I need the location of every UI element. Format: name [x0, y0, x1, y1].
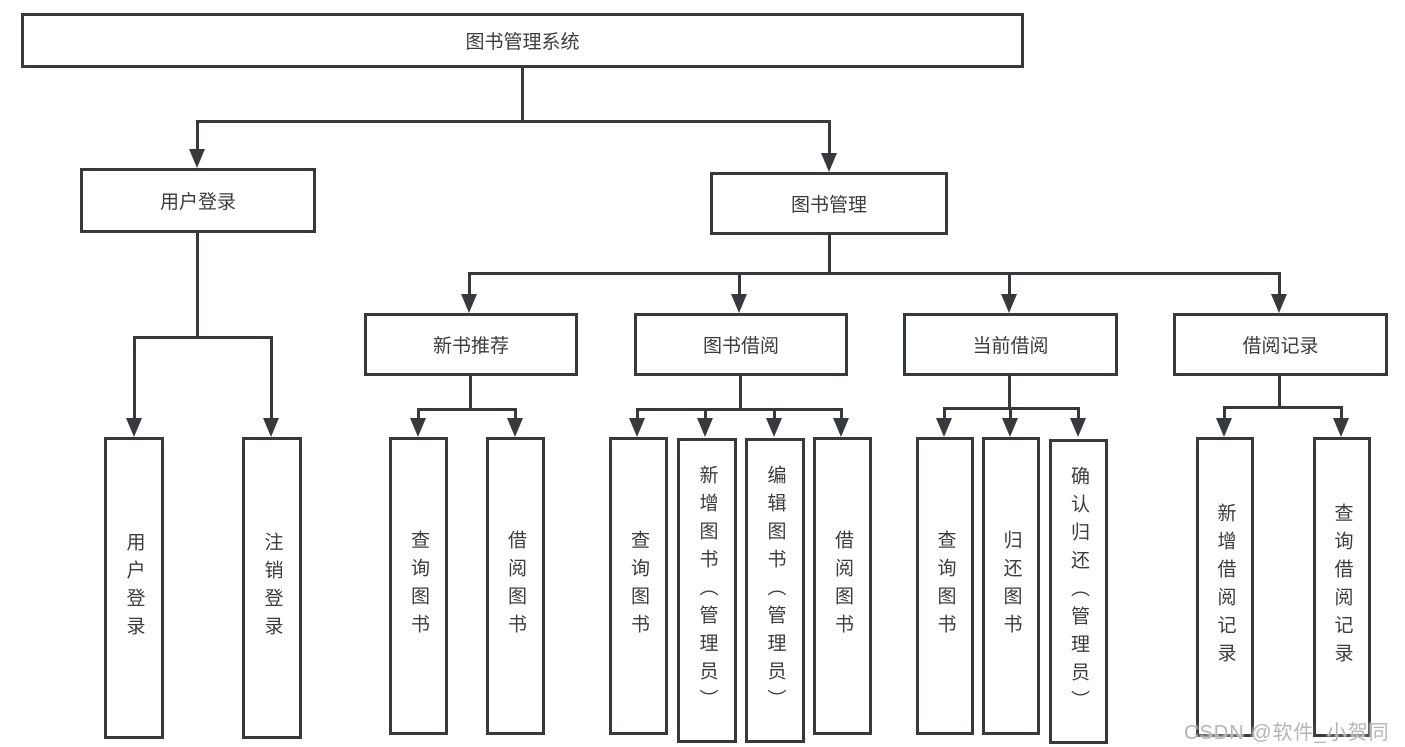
- connector-vline: [417, 408, 420, 420]
- arrow-down-icon: [697, 418, 713, 437]
- connector-hline: [196, 120, 831, 123]
- leaf-query-borrow-record: 查询借阅记录: [1313, 437, 1371, 737]
- node-label: 新增图书（管理员）: [696, 464, 718, 717]
- connector-vline: [1340, 406, 1343, 420]
- node-label: 查询图书: [408, 530, 429, 642]
- leaf-logout: 注销登录: [242, 437, 302, 739]
- arrow-down-icon: [1333, 418, 1349, 437]
- arrow-down-icon: [189, 149, 205, 168]
- node-label: 用户登录: [159, 192, 236, 213]
- node-label: 借阅图书: [832, 530, 853, 642]
- connector-vline: [773, 408, 776, 420]
- node-label: 借阅记录: [1242, 336, 1319, 357]
- connector-vline: [468, 272, 471, 298]
- connector-hline: [133, 336, 273, 339]
- arrow-down-icon: [410, 418, 426, 437]
- connector-vline: [196, 233, 199, 337]
- connector-vline: [196, 120, 199, 152]
- node-label: 归还图书: [1000, 530, 1022, 642]
- arrow-down-icon: [1070, 418, 1086, 437]
- connector-hline: [636, 408, 843, 411]
- leaf-edit-books-admin: 编辑图书（管理员）: [745, 438, 805, 743]
- node-label: 注销登录: [261, 532, 283, 644]
- connector-vline: [943, 407, 946, 420]
- connector-hline: [417, 408, 517, 411]
- connector-vline: [1278, 376, 1281, 409]
- arrow-down-icon: [1001, 294, 1017, 313]
- connector-vline: [636, 408, 639, 420]
- connector-vline: [840, 408, 843, 420]
- connector-vline: [469, 376, 472, 411]
- connector-vline: [514, 408, 517, 420]
- leaf-borrow-books-recommend: 借阅图书: [486, 437, 545, 735]
- leaf-query-books-borrowing: 查询图书: [609, 437, 668, 735]
- arrow-down-icon: [766, 418, 782, 437]
- connector-hline: [1223, 406, 1343, 409]
- leaf-borrow-books-borrowing: 借阅图书: [813, 437, 872, 735]
- arrow-down-icon: [833, 418, 849, 437]
- connector-hline: [468, 272, 1281, 275]
- node-label: 图书借阅: [702, 336, 779, 357]
- node-label: 新书推荐: [432, 336, 509, 357]
- node-label: 图书管理系统: [465, 32, 580, 53]
- connector-vline: [828, 120, 831, 156]
- csdn-watermark: CSDN @软件_小贺同学: [1184, 722, 1390, 744]
- connector-vline: [1008, 376, 1011, 410]
- leaf-user-login: 用户登录: [104, 437, 164, 739]
- node-label: 确认归还（管理员）: [1068, 465, 1089, 718]
- leaf-query-books-current: 查询图书: [916, 437, 974, 735]
- connector-vline: [1009, 407, 1012, 420]
- node-current-borrowing: 当前借阅: [903, 313, 1118, 376]
- connector-vline: [133, 336, 136, 420]
- node-label: 查询图书: [934, 530, 956, 642]
- connector-vline: [738, 272, 741, 298]
- connector-vline: [1077, 407, 1080, 420]
- node-label: 当前借阅: [972, 336, 1049, 357]
- arrow-down-icon: [263, 418, 279, 437]
- node-label: 用户登录: [123, 532, 145, 644]
- leaf-query-books-recommend: 查询图书: [389, 437, 448, 735]
- arrow-down-icon: [1216, 418, 1232, 437]
- node-user-login: 用户登录: [80, 168, 316, 233]
- connector-vline: [1278, 272, 1281, 298]
- leaf-return-books: 归还图书: [982, 437, 1040, 735]
- node-system-root: 图书管理系统: [21, 13, 1024, 68]
- node-label: 借阅图书: [505, 530, 526, 642]
- node-label: 图书管理: [790, 195, 867, 216]
- node-book-borrowing: 图书借阅: [634, 313, 848, 376]
- arrow-down-icon: [1002, 418, 1018, 437]
- node-label: 新增借阅记录: [1214, 503, 1236, 671]
- leaf-confirm-return-admin: 确认归还（管理员）: [1049, 439, 1108, 744]
- arrow-down-icon: [126, 418, 142, 437]
- arrow-down-icon: [731, 294, 747, 313]
- connector-vline: [739, 376, 742, 411]
- arrow-down-icon: [629, 418, 645, 437]
- connector-vline: [270, 336, 273, 420]
- arrow-down-icon: [1271, 294, 1287, 313]
- node-label: 查询借阅记录: [1331, 503, 1353, 671]
- node-new-book-recommend: 新书推荐: [364, 313, 578, 376]
- connector-vline: [1008, 272, 1011, 298]
- arrow-down-icon: [936, 418, 952, 437]
- node-book-management: 图书管理: [710, 172, 948, 235]
- arrow-down-icon: [461, 294, 477, 313]
- arrow-down-icon: [507, 418, 523, 437]
- connector-vline: [1223, 406, 1226, 420]
- connector-vline: [704, 408, 707, 420]
- node-label: 编辑图书（管理员）: [764, 464, 786, 717]
- connector-vline: [521, 68, 524, 120]
- connector-vline: [828, 235, 831, 275]
- leaf-add-borrow-record: 新增借阅记录: [1196, 437, 1254, 737]
- node-borrowing-records: 借阅记录: [1173, 313, 1388, 376]
- arrow-down-icon: [821, 153, 837, 172]
- node-label: 查询图书: [628, 530, 649, 642]
- leaf-add-books-admin: 新增图书（管理员）: [677, 438, 737, 743]
